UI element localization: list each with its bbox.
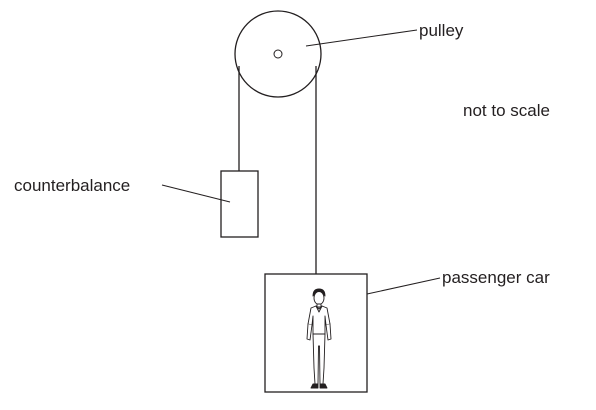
counterbalance-block bbox=[220, 170, 259, 238]
leader-counterbalance bbox=[161, 184, 231, 203]
pulley-axle bbox=[273, 49, 283, 59]
leader-passenger-car bbox=[366, 277, 441, 295]
scale-note: not to scale bbox=[463, 101, 550, 120]
counterbalance-label: counterbalance bbox=[14, 176, 131, 195]
leader-pulley bbox=[305, 29, 418, 47]
passenger-car-label: passenger car bbox=[442, 268, 550, 287]
pulley-label: pulley bbox=[419, 21, 464, 40]
person-icon bbox=[306, 288, 332, 389]
